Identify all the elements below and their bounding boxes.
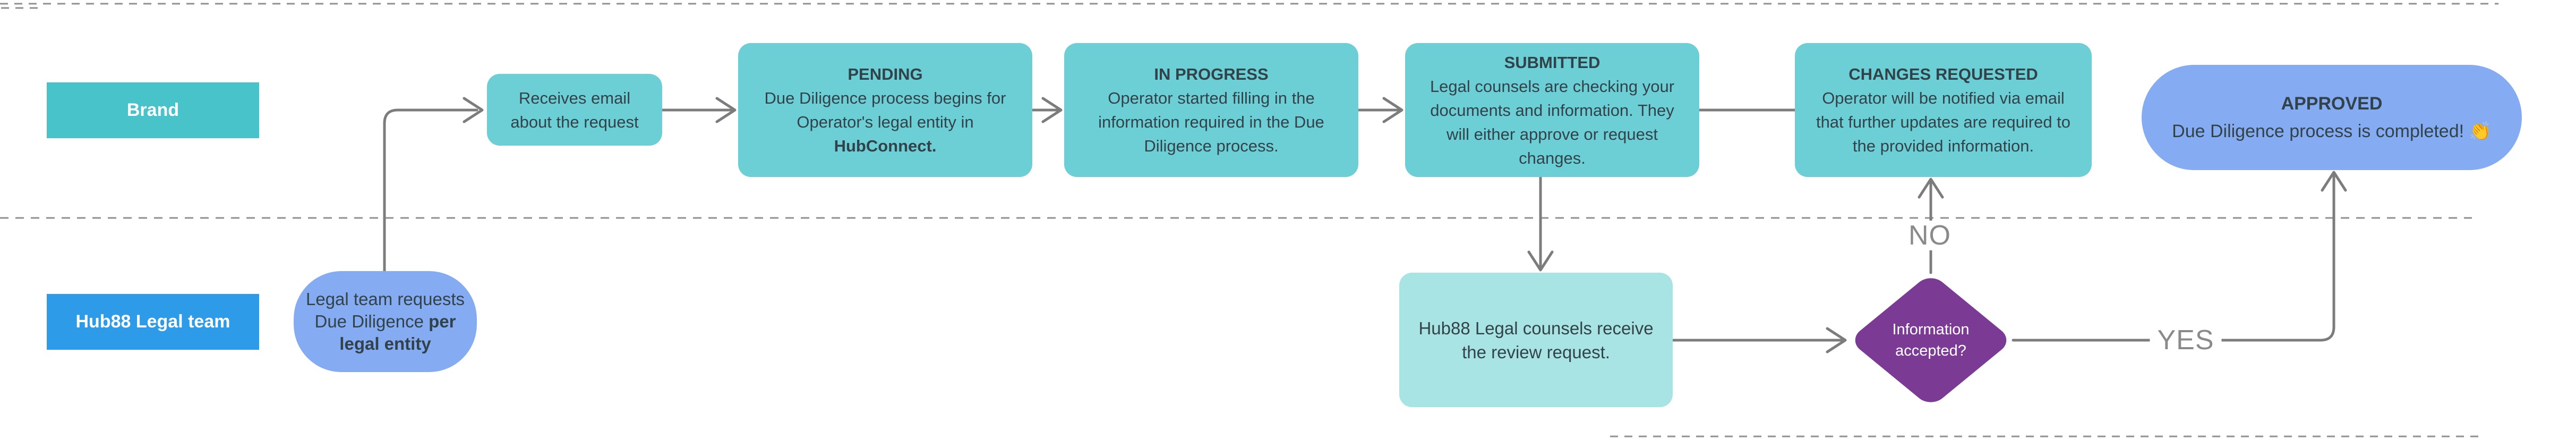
pending-body-bold: HubConnect. xyxy=(834,137,937,155)
edge-decision-yes-to-approved xyxy=(2012,174,2335,342)
node-receive-review-request: Hub88 Legal counsels receive the review … xyxy=(1399,273,1673,407)
changes-requested-body: Operator will be notified via email that… xyxy=(1816,89,2071,155)
in-progress-body: Operator started filling in the informat… xyxy=(1098,89,1324,155)
arrowhead-into-changes xyxy=(1918,178,1944,199)
decision-text: Information accepted? xyxy=(1892,321,1970,359)
legal-request-line2: Due Diligence per xyxy=(315,310,456,333)
arrowhead-into-receives xyxy=(463,97,484,123)
approved-title: APPROVED xyxy=(2281,94,2383,114)
legal-request-line2-regular: Due Diligence xyxy=(314,311,429,331)
lane-label-brand-text: Brand xyxy=(126,100,179,120)
lane-label-brand: Brand xyxy=(47,82,259,138)
edge-request-to-receives xyxy=(383,108,478,273)
arrowhead-into-review xyxy=(1527,250,1554,272)
submitted-title: SUBMITTED xyxy=(1504,53,1601,72)
arrowhead-into-decision xyxy=(1826,327,1847,353)
arrowhead-into-pending xyxy=(715,97,737,123)
node-receives-email: Receives email about the request xyxy=(487,74,662,146)
arrowhead-into-submitted xyxy=(1382,97,1403,123)
approved-body: Due Diligence process is completed! 👏 xyxy=(2172,121,2492,141)
node-decision-information-accepted: Information accepted? xyxy=(1848,273,2013,408)
changes-requested-title: CHANGES REQUESTED xyxy=(1848,65,2038,83)
legal-request-line3-bold: legal entity xyxy=(339,334,431,353)
lane-label-hub88-legal-team: Hub88 Legal team xyxy=(47,294,259,350)
node-submitted: SUBMITTED Legal counsels are checking yo… xyxy=(1405,43,1699,177)
lane-label-legal-text: Hub88 Legal team xyxy=(75,311,230,332)
receive-review-text: Hub88 Legal counsels receive the review … xyxy=(1418,318,1654,362)
arrowhead-into-approved xyxy=(2321,171,2347,192)
in-progress-title: IN PROGRESS xyxy=(1154,65,1269,83)
legal-request-line2-bold: per xyxy=(429,311,456,331)
legal-request-line1: Legal team requests xyxy=(305,289,465,309)
node-approved: APPROVED Due Diligence process is comple… xyxy=(2142,65,2522,170)
submitted-body: Legal counsels are checking your documen… xyxy=(1430,77,1675,167)
pending-body: Due Diligence process begins for Operato… xyxy=(750,86,1021,158)
node-in-progress: IN PROGRESS Operator started filling in … xyxy=(1064,43,1358,177)
edge-label-no: NO xyxy=(1901,221,1958,250)
node-changes-requested: CHANGES REQUESTED Operator will be notif… xyxy=(1795,43,2092,177)
lane-divider-dashed-lines xyxy=(0,3,2498,437)
node-pending: PENDING Due Diligence process begins for… xyxy=(738,43,1032,177)
pending-title: PENDING xyxy=(848,65,923,83)
edge-label-yes: YES xyxy=(2150,325,2222,355)
arrowhead-into-inprogress xyxy=(1041,97,1063,123)
node-legal-team-request: Legal team requests Due Diligence per le… xyxy=(294,271,477,372)
receives-email-text: Receives email about the request xyxy=(510,88,639,131)
pending-body-regular: Due Diligence process begins for Operato… xyxy=(764,89,1006,131)
